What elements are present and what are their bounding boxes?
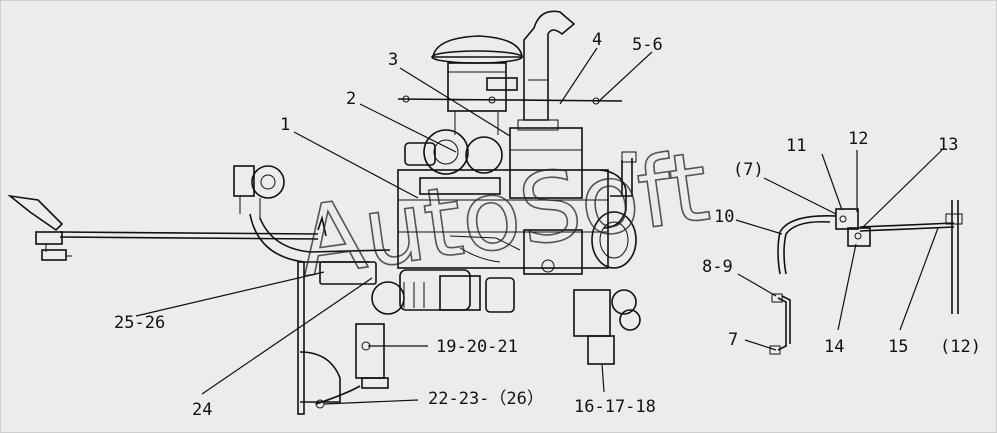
callout-15: 15 [888,337,908,357]
callout-4: 4 [592,30,602,50]
callout-19-20-21: 19-20-21 [436,337,518,357]
callout-25-26: 25-26 [114,313,165,333]
callout-labels: 1 2 3 4 5-6 (7) 11 12 13 10 8-9 7 14 15 … [114,30,981,420]
callout-5-6: 5-6 [632,35,663,55]
callout-13: 13 [938,135,958,155]
callout-10: 10 [714,207,734,227]
watermark-text: AutoSoft [291,130,715,298]
callout-7-paren: (7) [733,160,764,180]
leader-lines [135,47,943,405]
callout-22-23-26: 22-23-（26） [428,389,544,409]
callout-8-9: 8-9 [702,257,733,277]
valve-pipe-assembly-drawing [769,200,963,355]
callout-12-paren: (12) [940,337,981,357]
callout-11: 11 [786,136,806,156]
callout-7: 7 [728,330,738,350]
callout-3: 3 [388,50,398,70]
callout-16-17-18: 16-17-18 [574,397,656,417]
callout-2: 2 [346,89,356,109]
callout-14: 14 [824,337,844,357]
callout-24: 24 [192,400,212,420]
callout-12: 12 [848,129,868,149]
callout-1: 1 [280,115,290,135]
engine-assembly-drawing [7,10,641,415]
